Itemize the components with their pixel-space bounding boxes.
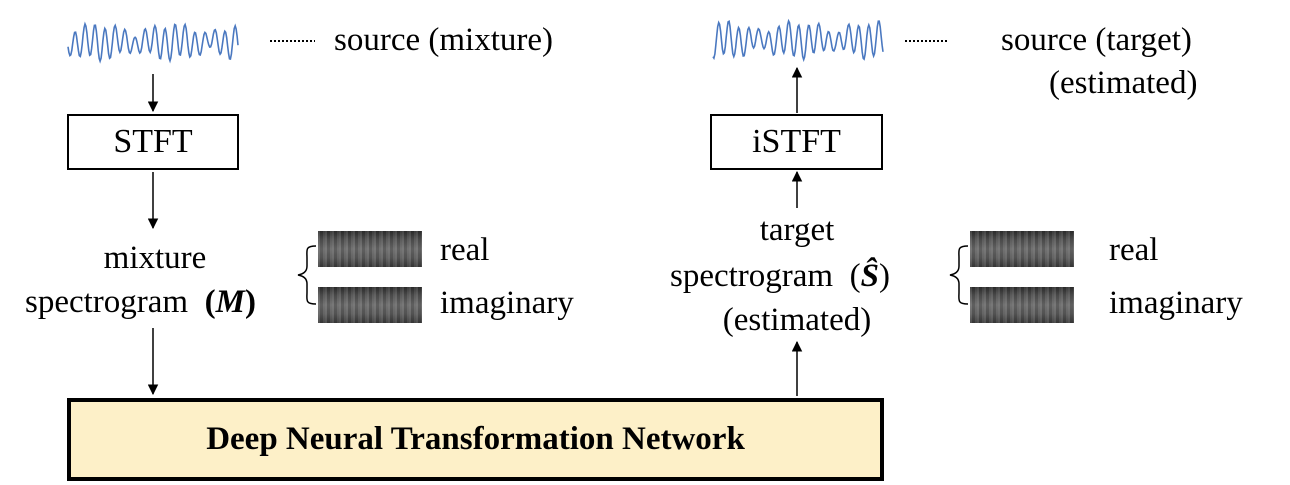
source-target-label: source (target) <box>1001 22 1192 58</box>
network-label: Deep Neural Transformation Network <box>206 421 745 457</box>
imaginary-label-right: imaginary <box>1109 285 1243 321</box>
spectrogram-imag-image-left <box>318 287 422 323</box>
source-mixture-label: source (mixture) <box>334 22 553 58</box>
deep-neural-network-block: Deep Neural Transformation Network <box>67 398 884 481</box>
real-label-right: real <box>1109 232 1159 268</box>
imaginary-label-left: imaginary <box>440 285 574 321</box>
waveform-icon-target <box>712 18 884 63</box>
istft-box: iSTFT <box>710 114 883 170</box>
real-label-left: real <box>440 232 490 268</box>
stft-box: STFT <box>67 114 239 170</box>
spectrogram-imag-image-right <box>970 287 1074 323</box>
brace-left <box>297 245 317 305</box>
istft-label: iSTFT <box>752 123 841 160</box>
waveform-icon-mixture <box>67 21 239 64</box>
target-symbol: Ŝ <box>860 258 879 294</box>
source-target-estimated-label: (estimated) <box>1049 65 1198 101</box>
spectrogram-real-image-right <box>970 231 1074 267</box>
target-spectrogram-label-line3: (estimated) <box>722 302 872 338</box>
stft-label: STFT <box>113 123 193 160</box>
spectrogram-real-image-left <box>318 231 422 267</box>
mixture-symbol: M <box>215 284 245 320</box>
target-spectrogram-label-line1: target <box>759 212 835 248</box>
mixture-spectrogram-label-line1: mixture <box>103 240 207 276</box>
target-spectrogram-label-line2: spectrogram (Ŝ) <box>670 258 890 294</box>
mixture-spectrogram-label-line2: spectrogram (M) <box>25 284 256 320</box>
brace-right <box>949 245 969 305</box>
